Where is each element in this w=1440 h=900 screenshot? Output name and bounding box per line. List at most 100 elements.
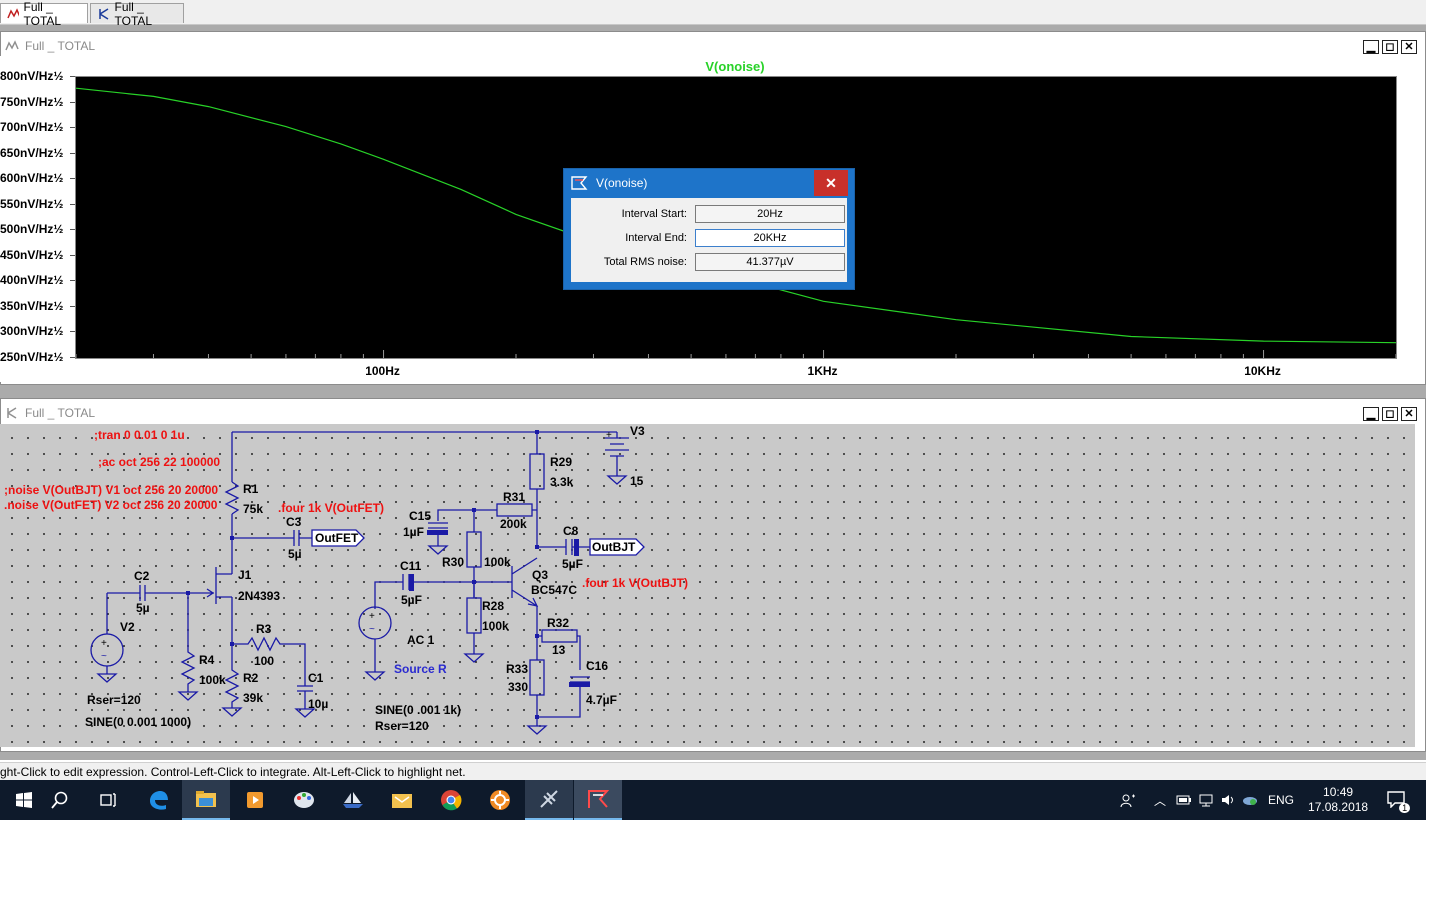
value-c2[interactable]: 5µ: [136, 601, 150, 615]
label-r1[interactable]: R1: [243, 482, 259, 496]
start-button[interactable]: [0, 780, 48, 820]
rser-source[interactable]: Rser=120: [375, 719, 429, 733]
y-tick-mark: [70, 331, 75, 333]
interval-start-field[interactable]: 20Hz: [695, 205, 845, 223]
edge-button[interactable]: [134, 780, 182, 820]
label-c3[interactable]: C3: [286, 515, 302, 529]
close-button[interactable]: ✕: [1401, 40, 1417, 54]
minimize-button[interactable]: ▁: [1363, 40, 1379, 54]
mail-folder-icon: [392, 794, 412, 808]
app-ship-button[interactable]: [329, 780, 377, 820]
tab-waveform[interactable]: Full _ TOTAL: [0, 0, 88, 28]
label-c15[interactable]: C15: [409, 509, 431, 523]
value-r1[interactable]: 75k: [243, 502, 263, 516]
directive-ac[interactable]: ;ac oct 256 22 100000: [98, 455, 220, 469]
total-rms-field[interactable]: 41.377µV: [695, 253, 845, 271]
file-explorer-button[interactable]: [182, 780, 230, 820]
rser-v2[interactable]: Rser=120: [87, 693, 141, 707]
people-icon[interactable]: [1120, 792, 1136, 808]
directive-noise-fet[interactable]: .noise V(OutFET) V2 oct 256 20 20000: [4, 498, 218, 512]
value-q3[interactable]: BC547C: [531, 583, 577, 597]
battery-icon[interactable]: [1176, 794, 1192, 806]
interval-end-field[interactable]: 20KHz: [695, 229, 845, 247]
value-c11[interactable]: 5µF: [401, 593, 422, 607]
svg-text:+: +: [606, 430, 612, 441]
media-player-button[interactable]: [231, 780, 279, 820]
label-r4[interactable]: R4: [199, 653, 215, 667]
network-icon[interactable]: [1198, 793, 1214, 807]
label-v3[interactable]: V3: [630, 424, 645, 438]
value-r31[interactable]: 200k: [500, 517, 527, 531]
directive-noise-bjt[interactable]: ;noise V(OutBJT) V1 oct 256 20 20000: [4, 483, 218, 497]
value-r4[interactable]: 100k: [199, 673, 226, 687]
restore-button[interactable]: ◻: [1382, 407, 1398, 421]
volume-icon[interactable]: [1220, 793, 1236, 807]
label-r31[interactable]: R31: [503, 490, 525, 504]
svg-text:~: ~: [101, 651, 107, 662]
sine-source[interactable]: SINE(0 .001 1k): [375, 703, 461, 717]
value-r3[interactable]: 100: [254, 654, 274, 668]
dialog-close-button[interactable]: ✕: [814, 170, 848, 196]
label-r30[interactable]: R30: [442, 555, 464, 569]
schematic-canvas[interactable]: + + + ~ ~ ;tran 0 0.01 0 1u ;ac oct 256 …: [0, 424, 1415, 747]
directive-four-fet[interactable]: .four 1k V(OutFET): [278, 501, 384, 515]
value-c3[interactable]: 5µ: [288, 547, 302, 561]
mail-folder-button[interactable]: [378, 780, 426, 820]
label-r32[interactable]: R32: [547, 616, 569, 630]
label-r3[interactable]: R3: [256, 622, 272, 636]
satellite-app-button[interactable]: [525, 780, 573, 820]
label-c8[interactable]: C8: [563, 524, 579, 538]
chevron-up-icon[interactable]: ︿: [1154, 793, 1167, 808]
value-c1[interactable]: 10µ: [308, 697, 328, 711]
value-r2[interactable]: 39k: [243, 691, 263, 705]
search-button[interactable]: [36, 780, 84, 820]
dialog-titlebar[interactable]: V(onoise): [570, 169, 647, 197]
source-name[interactable]: Source R: [394, 662, 447, 676]
label-c16[interactable]: C16: [586, 659, 608, 673]
ltspice-button[interactable]: [574, 780, 622, 820]
value-r28[interactable]: 100k: [482, 619, 509, 633]
chrome-button[interactable]: [427, 780, 475, 820]
chart-title[interactable]: V(onoise): [705, 59, 765, 74]
label-c2[interactable]: C2: [134, 569, 150, 583]
status-bar: ght-Click to edit expression. Control-Le…: [0, 762, 1426, 781]
label-c11[interactable]: C11: [400, 559, 422, 573]
source-ac[interactable]: AC 1: [407, 633, 435, 647]
tab-schematic[interactable]: Full _ TOTAL: [90, 0, 184, 28]
paint-button[interactable]: [280, 780, 328, 820]
label-r2[interactable]: R2: [243, 671, 259, 685]
label-r28[interactable]: R28: [482, 599, 504, 613]
value-r33[interactable]: 330: [508, 680, 528, 694]
minimize-button[interactable]: ▁: [1363, 407, 1379, 421]
label-r29[interactable]: R29: [550, 455, 572, 469]
value-j1[interactable]: 2N4393: [238, 589, 280, 603]
series-line-vonoise[interactable]: [75, 87, 1397, 344]
label-q3[interactable]: Q3: [532, 568, 548, 582]
task-view-button[interactable]: [84, 780, 132, 820]
plot-window-titlebar[interactable]: Full _ TOTAL: [1, 32, 1425, 60]
notification-center-button[interactable]: 1: [1386, 790, 1411, 813]
close-button[interactable]: ✕: [1401, 407, 1417, 421]
schematic-window-titlebar[interactable]: Full _ TOTAL: [1, 399, 1425, 427]
language-indicator[interactable]: ENG: [1268, 793, 1295, 807]
label-j1[interactable]: J1: [238, 568, 252, 582]
sine-v2[interactable]: SINE(0 0.001 1000): [85, 715, 191, 729]
directive-tran[interactable]: ;tran 0 0.01 0 1u: [94, 428, 185, 442]
clock[interactable]: 10:49 17.08.2018: [1308, 785, 1368, 815]
value-c15[interactable]: 1µF: [403, 525, 424, 539]
label-c1[interactable]: C1: [308, 671, 324, 685]
cloud-sync-icon[interactable]: [1242, 793, 1258, 807]
value-r30[interactable]: 100k: [484, 555, 511, 569]
restore-button[interactable]: ◻: [1382, 40, 1398, 54]
value-v3[interactable]: 15: [630, 474, 644, 488]
value-c16[interactable]: 4.7µF: [586, 693, 617, 707]
value-r32[interactable]: 13: [552, 643, 566, 657]
netlabel-outfet[interactable]: OutFET: [315, 531, 359, 545]
value-c8[interactable]: 5µF: [562, 557, 583, 571]
netlabel-outbjt[interactable]: OutBJT: [592, 540, 636, 554]
orange-app-button[interactable]: [476, 780, 524, 820]
directive-four-bjt[interactable]: .four 1k V(OutBJT): [582, 576, 688, 590]
label-r33[interactable]: R33: [506, 662, 528, 676]
value-r29[interactable]: 3.3k: [550, 475, 574, 489]
label-v2[interactable]: V2: [120, 620, 135, 634]
